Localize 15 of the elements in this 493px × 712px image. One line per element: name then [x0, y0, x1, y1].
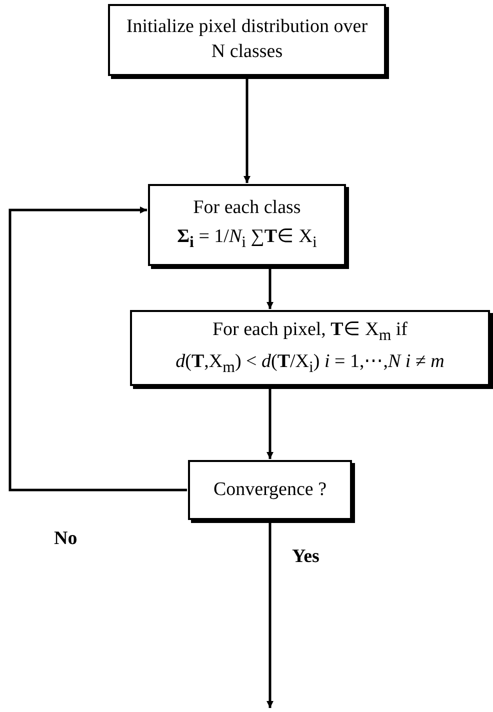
process-box	[130, 310, 490, 386]
arrow	[266, 523, 274, 708]
box-text: Σ$_{i}$ = 1/N$_{i}$ ∑T∈ X$_{i}$	[177, 225, 317, 253]
arrow	[266, 389, 274, 459]
arrow	[244, 79, 250, 183]
arrow	[266, 269, 274, 309]
box-text: Initialize pixel distribution over N classes	[125, 15, 369, 64]
process-box	[148, 184, 346, 266]
box-text: For each class	[193, 196, 301, 220]
box-text: For each pixel, T∈ X$_{m}$ if	[212, 318, 408, 346]
arrow	[8, 206, 187, 492]
box-text: d(T,X$_{m}$) < d(T/X$_{i}$) i = 1,⋯,N i ≠ m	[176, 350, 444, 378]
process-box	[108, 4, 386, 76]
box-text: Convergence ?	[213, 478, 327, 502]
process-box	[188, 460, 352, 520]
